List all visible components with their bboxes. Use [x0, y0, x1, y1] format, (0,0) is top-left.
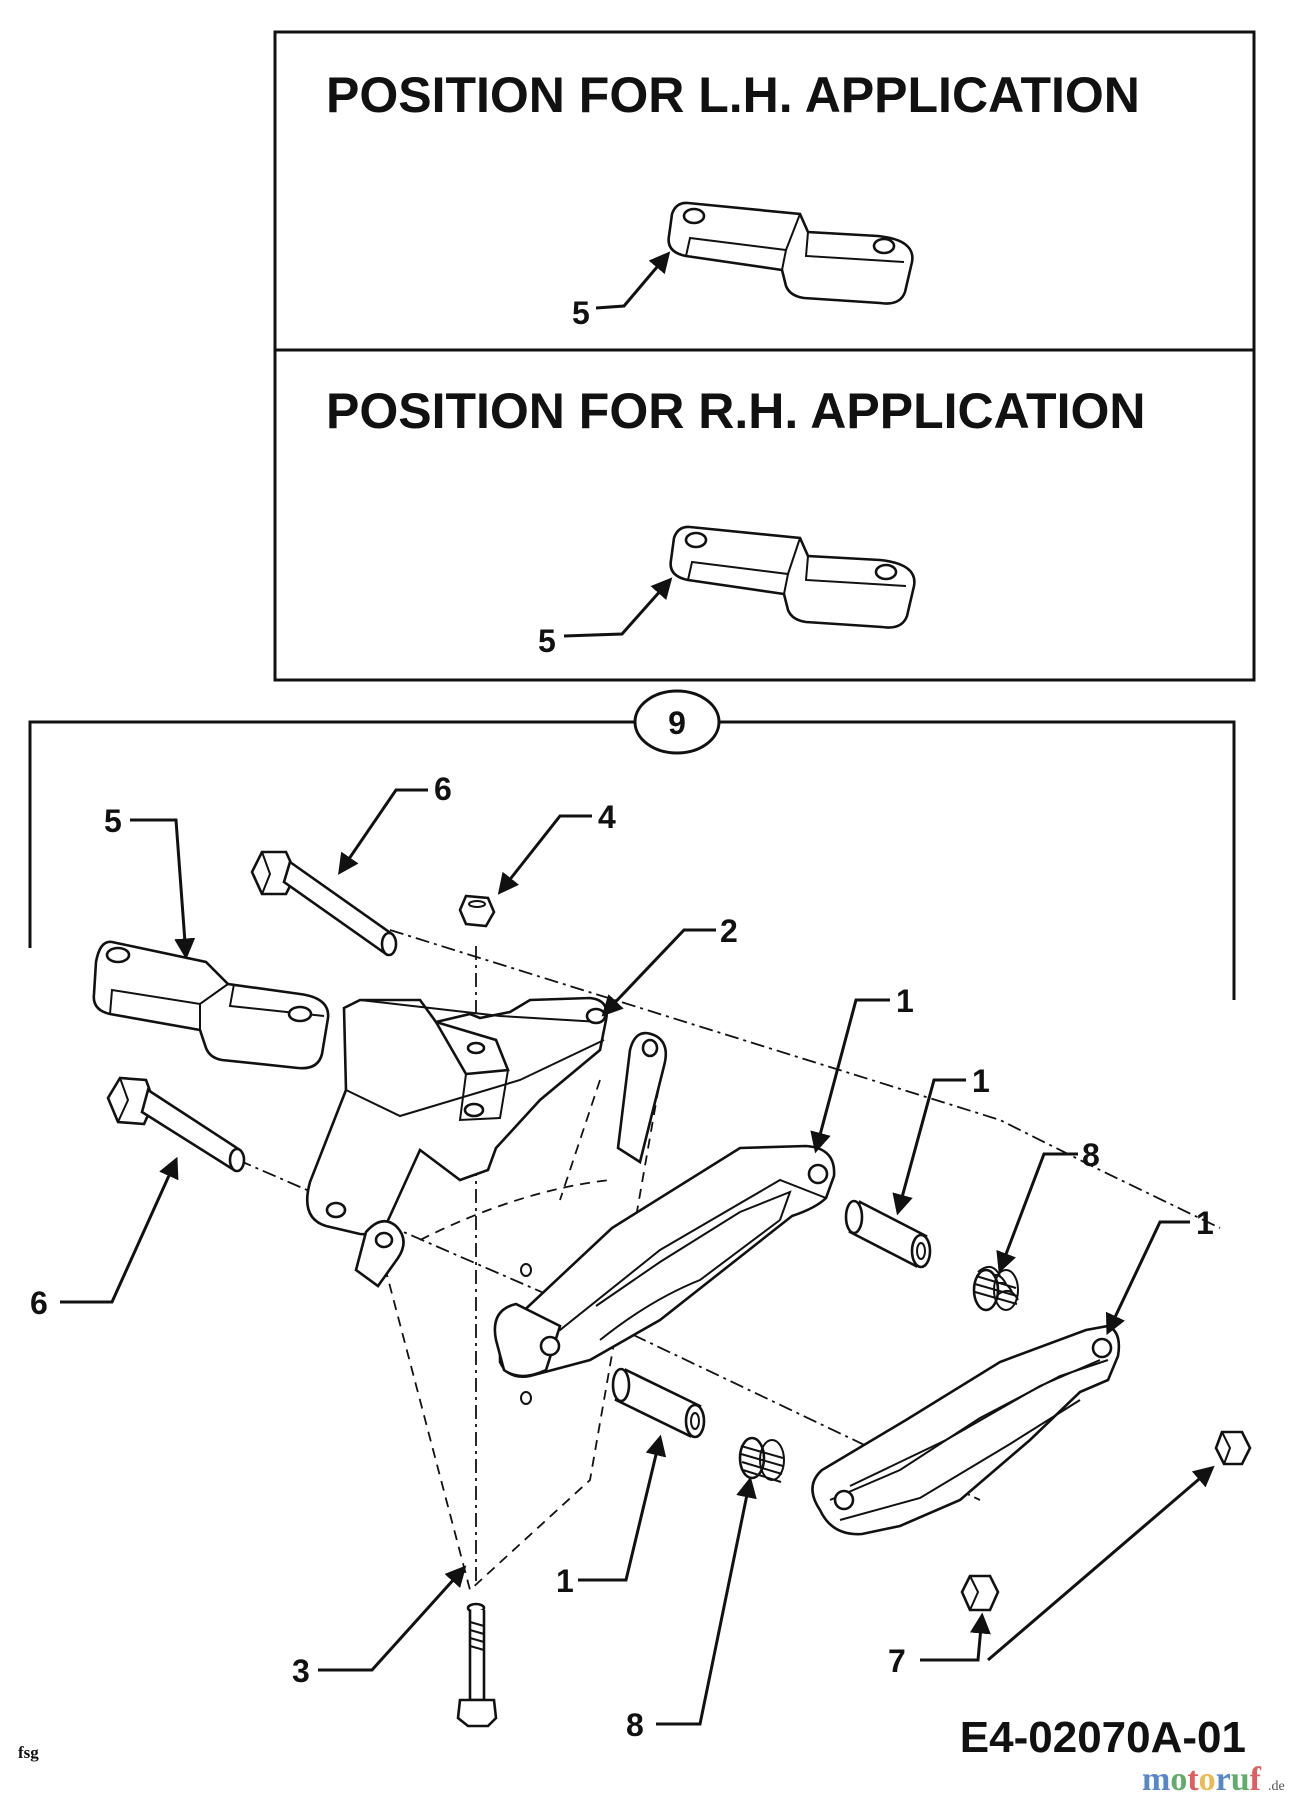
callout-7: 7	[888, 1643, 906, 1679]
rh-application-panel: POSITION FOR R.H. APPLICATION 5	[273, 348, 1256, 682]
callout-1-a: 1	[896, 983, 914, 1019]
watermark-logo: motoruf .de	[1142, 1761, 1285, 1798]
part-3-bolt	[456, 1602, 498, 1728]
drawing-code: E4-02070A-01	[960, 1713, 1246, 1762]
callout-8-top: 8	[1082, 1137, 1100, 1173]
assembly-group: 9	[28, 689, 1252, 1743]
rh-panel-frame	[273, 348, 1256, 682]
part-7-nut-left	[960, 1574, 1000, 1612]
part-6-bolt-top	[250, 850, 398, 957]
part-7-nut-right	[1214, 1430, 1252, 1466]
lh-bracket-part	[667, 201, 914, 305]
part-5-link	[92, 940, 330, 1070]
group-bracket-right	[718, 720, 1236, 1000]
callout-5: 5	[104, 803, 122, 839]
watermark-suffix: .de	[1268, 1779, 1285, 1794]
group-9-circle	[633, 689, 721, 755]
lh-callout-5: 5	[572, 295, 590, 331]
part-1-plate-lower	[811, 1324, 1121, 1536]
part-1-bushing-lower	[611, 1367, 706, 1439]
rh-panel-title: POSITION FOR R.H. APPLICATION	[326, 383, 1145, 439]
lh-application-panel: POSITION FOR L.H. APPLICATION 5	[273, 30, 1256, 352]
callout-1-d: 1	[556, 1563, 574, 1599]
callout-6-top: 6	[434, 771, 452, 807]
part-8-spring-upper	[972, 1265, 1019, 1312]
callout-1-c: 1	[1196, 1205, 1214, 1241]
callout-8-bottom: 8	[626, 1707, 644, 1743]
part-1-bushing-upper	[844, 1199, 932, 1269]
callout-3: 3	[292, 1653, 310, 1689]
callout-6-left: 6	[30, 1285, 48, 1321]
rh-callout-5: 5	[538, 623, 556, 659]
hidden-edge-2	[559, 1079, 601, 1201]
part-6-bolt-left	[106, 1076, 246, 1173]
footer-left-mark: fsg	[18, 1743, 39, 1762]
watermark-text: motoruf	[1142, 1761, 1262, 1798]
callout-2: 2	[720, 913, 738, 949]
bracket-tab	[354, 1031, 668, 1405]
group-bracket-left	[28, 720, 636, 948]
callout-4: 4	[598, 799, 616, 835]
axis-line-upper	[389, 929, 1221, 1229]
rh-bracket-part	[669, 525, 916, 629]
part-1-plate-upper	[493, 1144, 836, 1378]
part-2-bracket	[305, 996, 608, 1236]
callout-1-b: 1	[972, 1063, 990, 1099]
part-8-spring-lower	[738, 1436, 785, 1483]
part-4-nut	[458, 894, 496, 928]
hidden-arc-1	[419, 1179, 611, 1241]
lh-panel-title: POSITION FOR L.H. APPLICATION	[326, 67, 1140, 123]
group-9-label: 9	[668, 705, 686, 741]
